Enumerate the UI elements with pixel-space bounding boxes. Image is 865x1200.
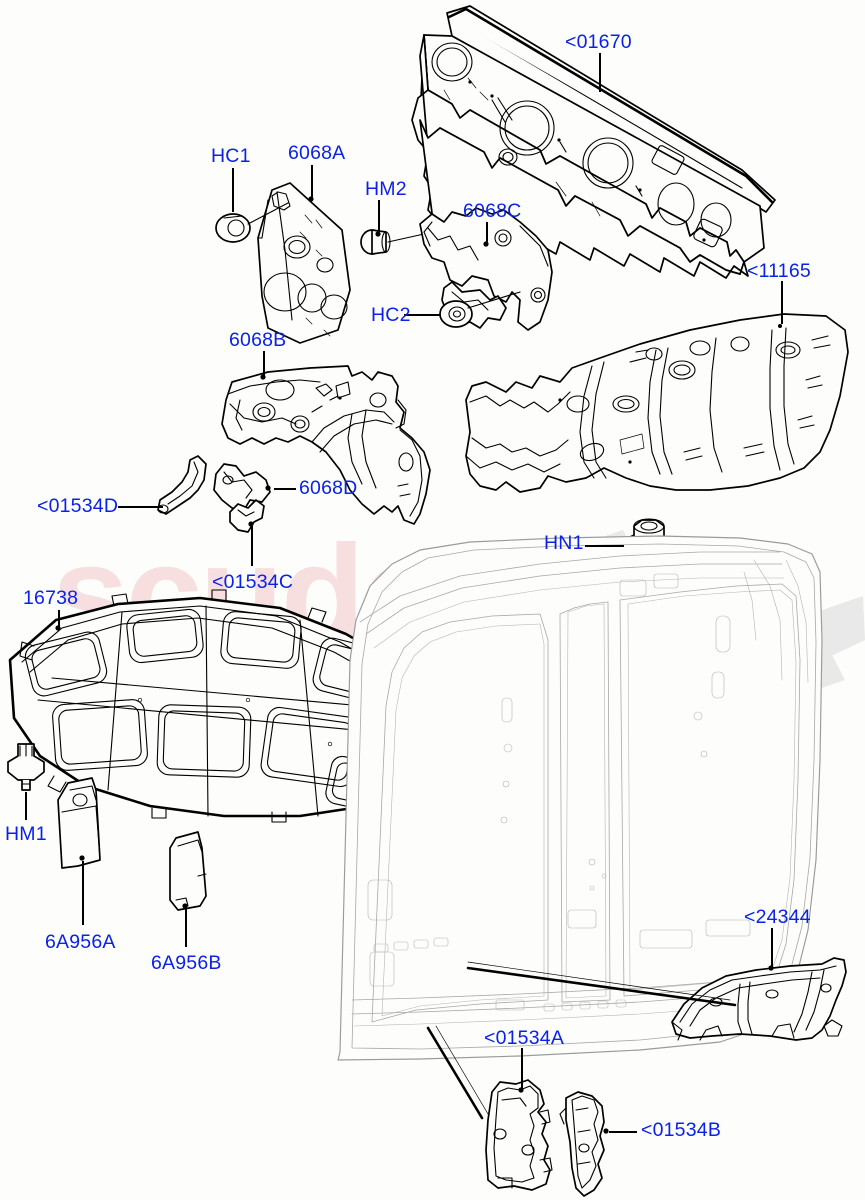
leader-hm1 — [25, 792, 27, 820]
part-pillar-insulator-c — [229, 499, 265, 533]
callout-24344[interactable]: <24344 — [744, 906, 811, 928]
part-dash-insulator-inner — [221, 365, 431, 525]
callout-16738[interactable]: 16738 — [23, 587, 79, 609]
leader-hm2 — [378, 200, 380, 232]
callout-hm2[interactable]: HM2 — [365, 178, 407, 200]
callout-6a956b[interactable]: 6A956B — [151, 952, 222, 974]
leader-01534b — [609, 1131, 637, 1133]
leader-hc1-part — [247, 202, 289, 225]
leader-01534c — [251, 526, 253, 566]
leader-6068c — [486, 222, 488, 242]
part-plug-hm2 — [360, 229, 391, 255]
leader-01534d — [118, 506, 163, 508]
callout-hn1[interactable]: HN1 — [544, 532, 584, 554]
leader-6a956a — [82, 861, 84, 925]
part-grommet-hc2 — [439, 300, 473, 328]
leader-24344-to-panel-2 — [467, 961, 731, 1001]
leader-6068a — [311, 165, 313, 197]
part-floor-insulator — [465, 313, 849, 493]
part-pillar-insulator-d — [157, 455, 207, 515]
leader-16738 — [58, 610, 60, 628]
part-pillar-insulator-b — [559, 1091, 609, 1197]
leader-hm2-part — [387, 233, 425, 243]
callout-01534c[interactable]: <01534C — [212, 571, 294, 593]
leader-01534a-to-panel — [426, 1026, 484, 1120]
leader-01670 — [599, 53, 601, 92]
leader-6068d — [274, 488, 296, 490]
part-pillar-insulator-a — [485, 1079, 553, 1191]
part-insulator-pad-a — [57, 777, 101, 869]
leader-hc2-part — [467, 291, 521, 309]
leader-11165 — [781, 281, 783, 324]
callout-hc2[interactable]: HC2 — [371, 304, 411, 326]
leader-01534a-to-panel-2 — [435, 1025, 489, 1115]
callout-6068b[interactable]: 6068B — [229, 329, 287, 351]
leader-hn1 — [585, 545, 624, 547]
callout-6068a[interactable]: 6068A — [288, 142, 346, 164]
part-sill-insulator — [671, 957, 847, 1041]
leader-24344-to-panel — [466, 966, 737, 1007]
callout-01534a[interactable]: <01534A — [484, 1027, 565, 1049]
leader-6a956b — [185, 909, 187, 947]
part-grommet-hc1 — [215, 213, 251, 243]
callout-6068d[interactable]: 6068D — [299, 477, 358, 499]
callout-hc1[interactable]: HC1 — [211, 145, 251, 167]
callout-hm1[interactable]: HM1 — [5, 823, 47, 845]
leader-hc1 — [232, 168, 234, 212]
part-dash-insulator-outer — [257, 182, 351, 344]
leader-hc2 — [404, 314, 440, 316]
part-dash-insulator-bracket — [419, 207, 553, 331]
part-clip-hm1 — [7, 743, 45, 791]
callout-01534d[interactable]: <01534D — [37, 495, 119, 517]
callout-6a956a[interactable]: 6A956A — [45, 931, 116, 953]
leader-6068b — [263, 351, 265, 375]
callout-11165[interactable]: <11165 — [747, 260, 811, 282]
leader-01534a — [521, 1048, 523, 1091]
part-insulator-pad-b — [169, 831, 207, 911]
part-dash-panel-upper — [411, 5, 776, 279]
callout-01670[interactable]: <01670 — [565, 31, 632, 53]
leader-24344 — [771, 928, 773, 969]
part-dash-insulator-pad — [213, 463, 271, 511]
callout-6068c[interactable]: 6068C — [463, 200, 522, 222]
callout-01534b[interactable]: <01534B — [641, 1119, 722, 1141]
